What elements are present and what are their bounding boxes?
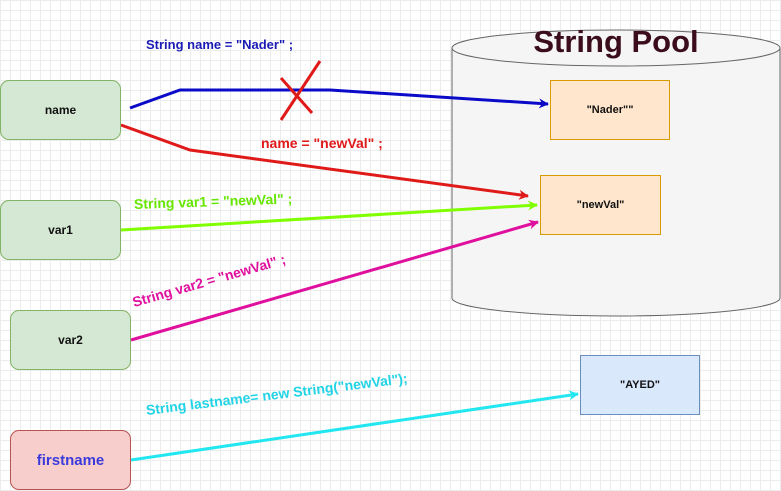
arrow-name-to-nader — [129, 88, 549, 110]
variable-var1-box[interactable]: var1 — [0, 200, 121, 260]
value-ayed-box[interactable]: "AYED" — [580, 355, 700, 415]
variable-name-label: name — [44, 103, 77, 117]
arrow-firstname-to-ayed — [130, 390, 579, 462]
variable-var1-label: var1 — [48, 223, 73, 237]
variable-var2-box[interactable]: var2 — [10, 310, 131, 370]
value-newval-label: "newVal" — [576, 199, 625, 211]
arrow-name-to-newval — [120, 123, 529, 200]
code-name-assignment: name = "newVal" ; — [261, 135, 383, 151]
value-nader-label: "Nader"" — [586, 104, 634, 116]
value-nader-box[interactable]: "Nader"" — [550, 80, 670, 140]
variable-firstname-box[interactable]: firstname — [10, 430, 131, 490]
variable-firstname-label: firstname — [36, 451, 105, 469]
variable-var2-label: var2 — [58, 333, 83, 347]
string-pool-title: String Pool — [533, 24, 699, 59]
string-pool-cylinder-top — [451, 29, 781, 67]
cross-mark-icon — [279, 60, 322, 121]
value-ayed-label: "AYED" — [620, 379, 660, 391]
arrow-var1-to-newval — [120, 200, 538, 232]
variable-name-box[interactable]: name — [0, 80, 121, 140]
value-newval-box[interactable]: "newVal" — [540, 175, 661, 235]
arrow-var2-to-newval — [130, 219, 539, 342]
code-name-declaration: String name = "Nader" ; — [146, 37, 294, 52]
